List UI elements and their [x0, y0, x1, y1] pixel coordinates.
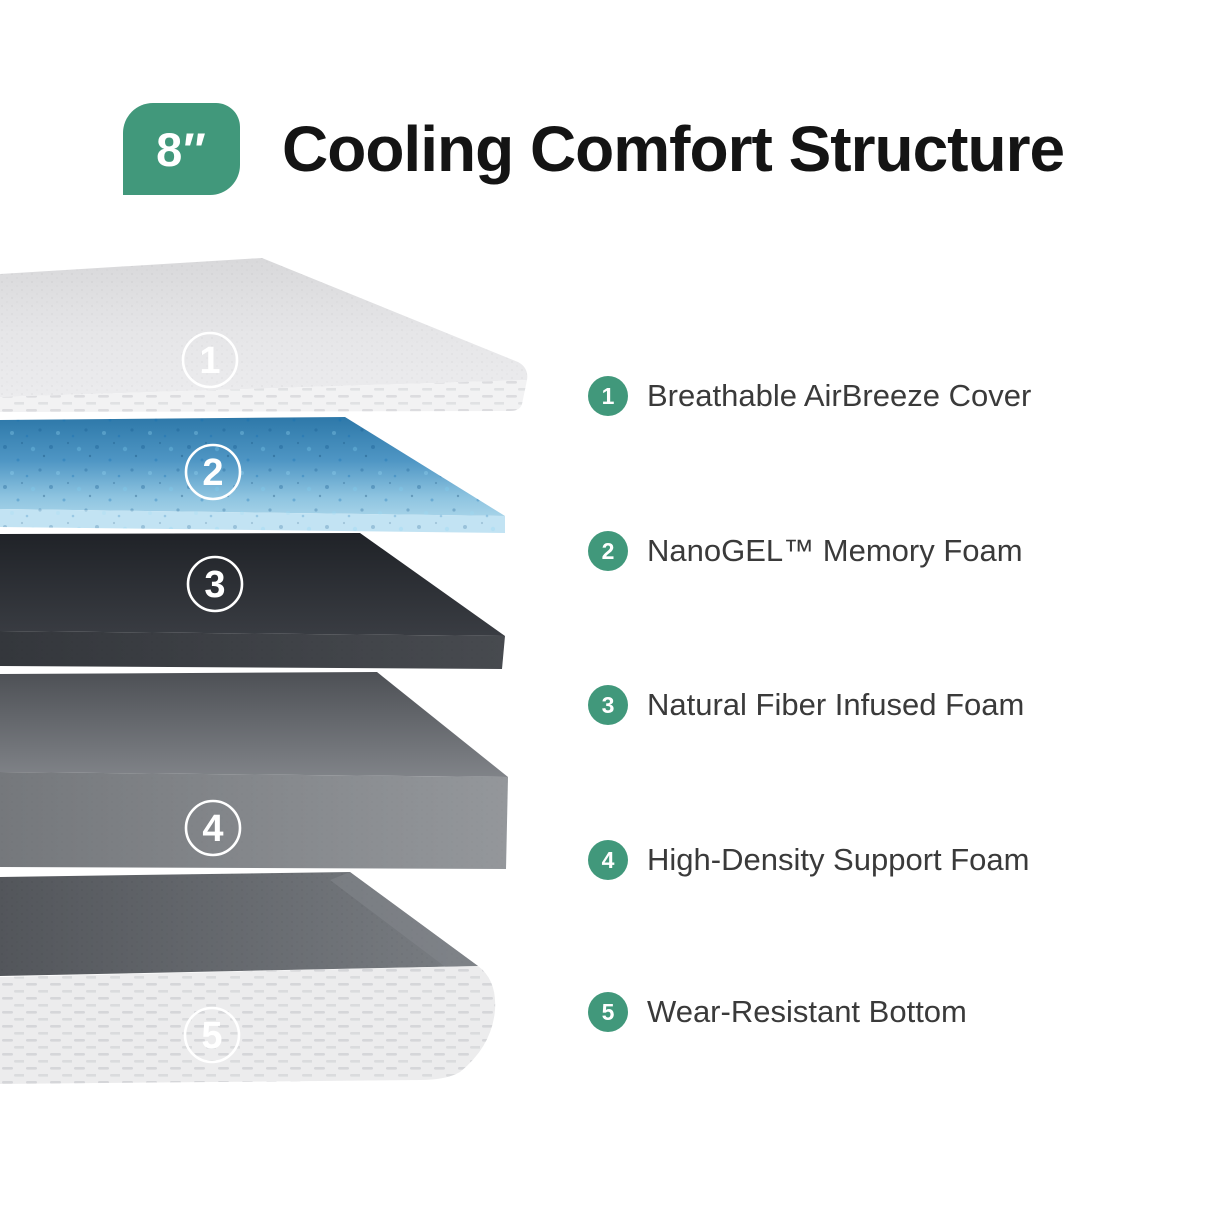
- legend-label-5: Wear-Resistant Bottom: [647, 994, 967, 1029]
- layer-3-fiber-foam: [0, 533, 505, 669]
- layer-1-marker: 1: [181, 331, 239, 389]
- thickness-badge: 8″: [123, 103, 240, 195]
- layer-2-gel-foam: [0, 417, 505, 533]
- legend-number-badge-5: 5: [588, 992, 628, 1032]
- legend-number-badge-4: 4: [588, 840, 628, 880]
- svg-text:1: 1: [199, 340, 220, 382]
- layer-5-marker: 5: [183, 1006, 241, 1064]
- legend-item-5: 5 Wear-Resistant Bottom: [588, 992, 967, 1032]
- legend-label-1: Breathable AirBreeze Cover: [647, 378, 1032, 413]
- legend-item-1: 1 Breathable AirBreeze Cover: [588, 376, 1031, 416]
- legend-label-4: High-Density Support Foam: [647, 842, 1030, 877]
- layer-4-support-foam: [0, 672, 508, 869]
- legend-number-badge-2: 2: [588, 531, 628, 571]
- layer-5-bottom: [0, 872, 496, 1084]
- legend-item-4: 4 High-Density Support Foam: [588, 840, 1030, 880]
- layer-2-marker: 2: [184, 443, 242, 501]
- layer-4-marker: 4: [184, 799, 242, 857]
- layer-1-cover: [0, 258, 528, 412]
- page-title: Cooling Comfort Structure: [282, 113, 1065, 185]
- legend-number-badge-1: 1: [588, 376, 628, 416]
- svg-text:4: 4: [202, 808, 223, 850]
- legend-item-3: 3 Natural Fiber Infused Foam: [588, 685, 1024, 725]
- svg-text:3: 3: [204, 564, 225, 606]
- legend-label-2: NanoGEL™ Memory Foam: [647, 533, 1023, 568]
- svg-text:2: 2: [202, 452, 223, 494]
- layer-3-marker: 3: [186, 555, 244, 613]
- svg-text:5: 5: [201, 1015, 222, 1057]
- legend-item-2: 2 NanoGEL™ Memory Foam: [588, 531, 1023, 571]
- legend-number-badge-3: 3: [588, 685, 628, 725]
- legend-label-3: Natural Fiber Infused Foam: [647, 687, 1025, 722]
